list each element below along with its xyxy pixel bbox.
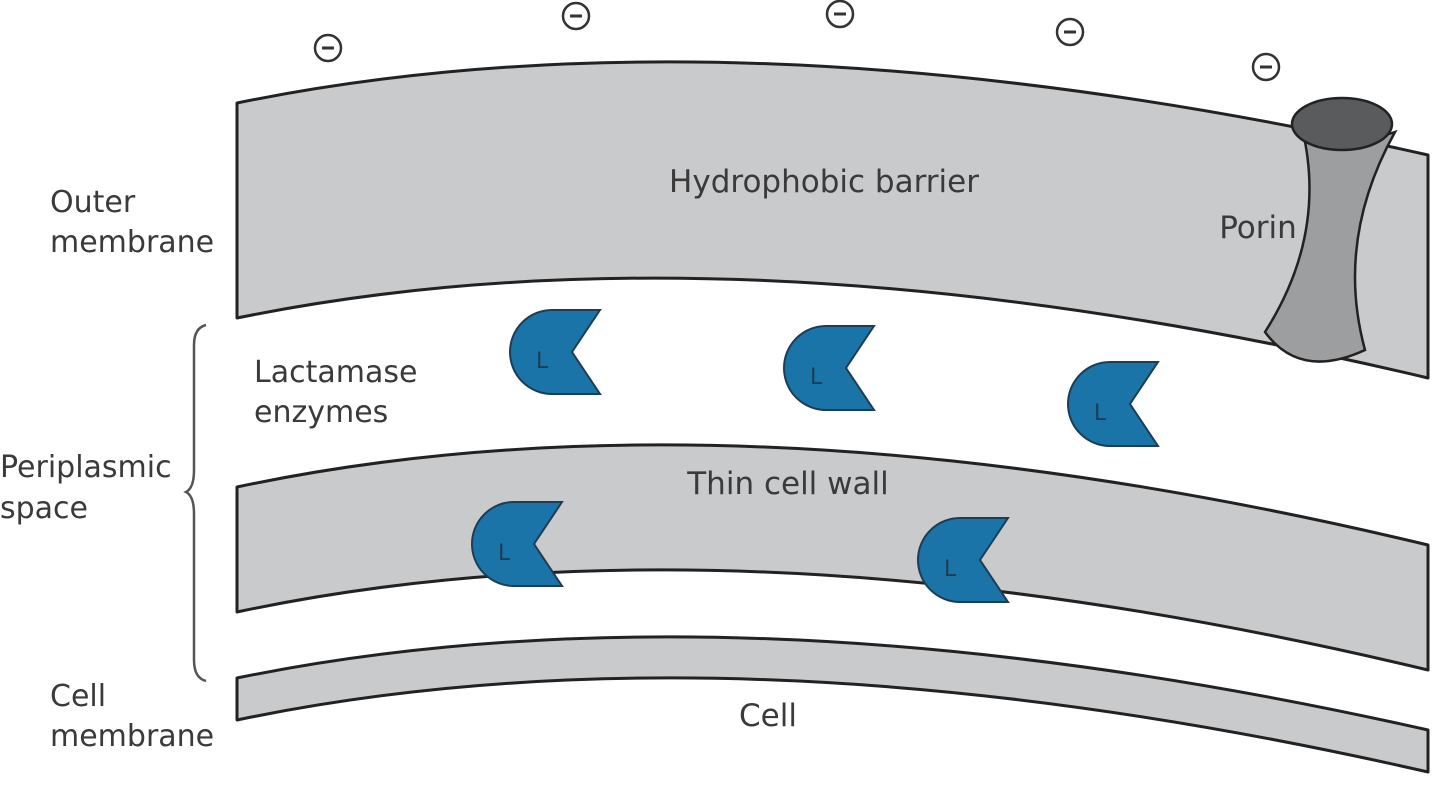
cell-membrane-label-line1: Cell bbox=[50, 679, 106, 714]
lactamase-enzyme: L bbox=[509, 309, 602, 395]
svg-text:L: L bbox=[536, 349, 549, 374]
svg-text:L: L bbox=[944, 557, 957, 582]
cell-membrane-label-line2: membrane bbox=[50, 719, 214, 754]
negative-ion bbox=[313, 33, 343, 63]
lactamase-enzyme: L bbox=[917, 517, 1010, 603]
lactamase-label-line2: enzymes bbox=[254, 395, 388, 430]
outer-membrane-label-line2: membrane bbox=[50, 225, 214, 260]
negative-ion bbox=[1055, 17, 1085, 47]
svg-text:L: L bbox=[1094, 401, 1107, 426]
cell-label: Cell bbox=[739, 698, 797, 734]
porin-channel bbox=[1263, 96, 1398, 363]
hydrophobic-barrier-label: Hydrophobic barrier bbox=[669, 164, 979, 200]
porin-label: Porin bbox=[1219, 210, 1297, 246]
periplasmic-brace bbox=[183, 323, 207, 683]
outer-membrane-band bbox=[235, 60, 1430, 380]
negative-ion bbox=[1251, 52, 1281, 82]
cell-membrane-band bbox=[235, 635, 1430, 774]
lactamase-enzyme: L bbox=[783, 325, 876, 411]
thin-cell-wall-label: Thin cell wall bbox=[686, 466, 888, 502]
lactamase-enzyme: L bbox=[471, 501, 564, 587]
negative-ion bbox=[825, 0, 855, 29]
periplasmic-label-line2: space bbox=[0, 491, 88, 526]
svg-text:L: L bbox=[498, 541, 511, 566]
periplasmic-label-line1: Periplasmic bbox=[0, 450, 172, 485]
outer-membrane-label-line1: Outer bbox=[50, 185, 136, 220]
lactamase-enzyme: L bbox=[1067, 361, 1160, 447]
svg-text:L: L bbox=[810, 365, 823, 390]
lactamase-label-line1: Lactamase bbox=[254, 355, 417, 390]
negative-ion bbox=[561, 1, 591, 31]
